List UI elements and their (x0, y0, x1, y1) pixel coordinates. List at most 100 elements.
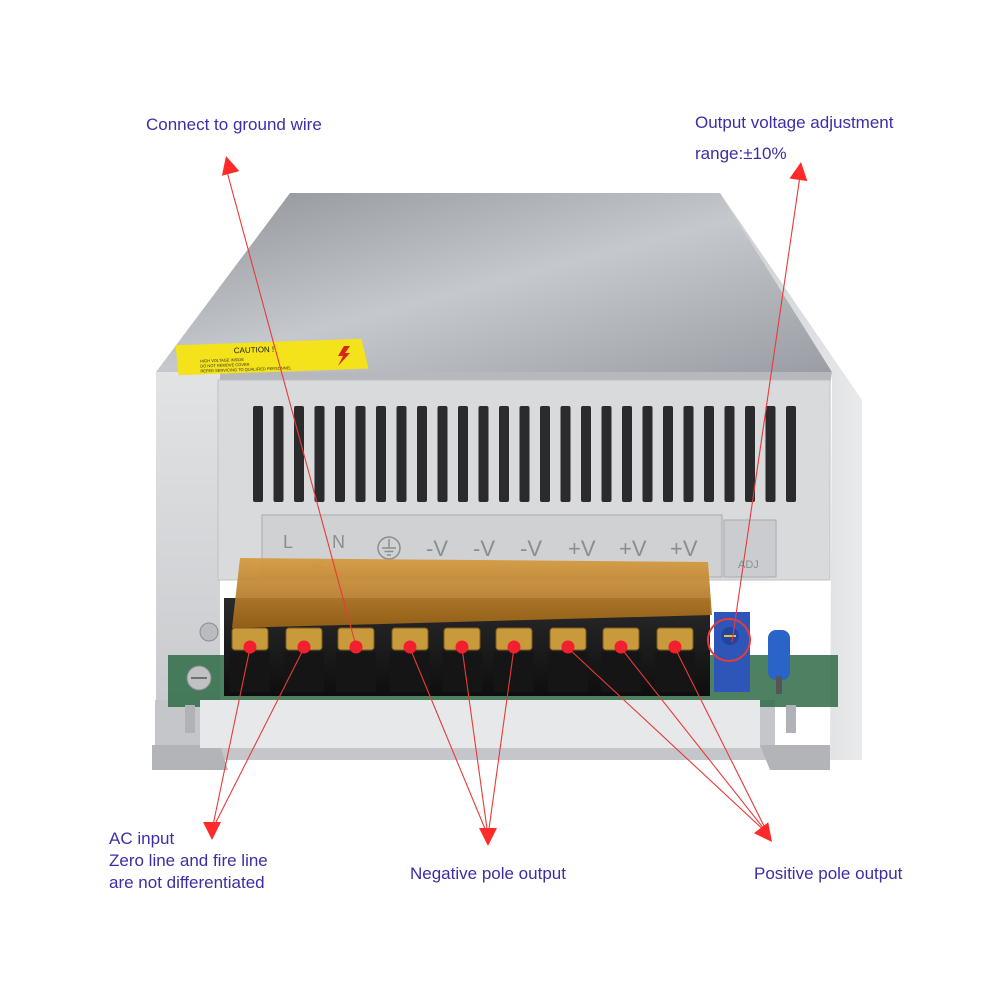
pointer-line-ground (225, 167, 357, 647)
standoff-left (185, 705, 195, 733)
vent-slot (642, 406, 653, 502)
vent-slot (335, 406, 345, 502)
terminal-label-neg-1: -V (426, 536, 448, 561)
terminal-markers (243, 640, 682, 654)
standoff-right (786, 705, 796, 733)
terminal-block (185, 558, 796, 733)
vent-slot (355, 406, 366, 502)
vent-slot (540, 406, 550, 502)
terminal-marker (403, 640, 417, 654)
callout-ac-line-2: Zero line and fire line (109, 851, 268, 870)
terminal-label-n: N (332, 532, 345, 552)
mount-screw-left (186, 622, 219, 691)
callout-positive-text: Positive pole output (754, 864, 903, 883)
terminal-cover (232, 558, 712, 628)
vent-slot (745, 406, 755, 502)
terminal-label-pos-2: +V (619, 536, 647, 561)
callout-ac-line-1: AC input (109, 829, 175, 848)
pointer-line-positive (620, 647, 769, 835)
callout-adjust-line-1: Output voltage adjustment (695, 113, 894, 132)
pointer-line-positive (567, 647, 769, 835)
vent-slot (294, 406, 304, 502)
adjust-highlight-circle (707, 618, 751, 662)
terminal-label-l: L (283, 532, 293, 552)
vent-slot (458, 406, 468, 502)
terminal-marker (614, 640, 628, 654)
vent-slot (499, 406, 509, 502)
callout-ground-text: Connect to ground wire (146, 115, 322, 134)
callout-negative-text: Negative pole output (410, 864, 566, 883)
lightning-bolt-icon (338, 346, 350, 366)
terminal-screws (230, 627, 695, 692)
mount-tab-left (152, 745, 228, 770)
callout-ac-input: AC input Zero line and fire line are not… (109, 828, 268, 894)
callout-negative: Negative pole output (410, 863, 566, 885)
terminal-slot (601, 652, 641, 692)
pointer-line-positive (674, 647, 769, 835)
vent-slot (376, 406, 386, 502)
caution-fineprint-2: DO NOT REMOVE COVER (200, 362, 250, 369)
vent-slot (581, 406, 591, 502)
vent-slot (437, 406, 448, 502)
pointer-line-negative (487, 647, 515, 837)
arrowhead-icon (479, 828, 497, 846)
callout-ac-line-3: are not differentiated (109, 873, 265, 892)
capacitor (768, 630, 790, 694)
ground-icon (377, 536, 401, 560)
vent-slots (253, 406, 796, 502)
terminal-marker (455, 640, 469, 654)
pointer-line-negative (461, 647, 489, 837)
arrowhead-icon (753, 822, 772, 842)
callout-positive: Positive pole output (754, 863, 902, 885)
callout-voltage-adjust: Output voltage adjustment range:±10% (695, 107, 893, 169)
vent-slot (273, 406, 284, 502)
caution-fineprint-1: HIGH VOLTAGE INSIDE (200, 357, 244, 364)
vent-slot (786, 406, 796, 502)
terminal-label-pos-1: +V (568, 536, 596, 561)
terminal-marker (297, 640, 311, 654)
vent-slot (724, 406, 735, 502)
pointer-line-ac-l (211, 647, 251, 831)
pointer-line-negative (409, 647, 489, 837)
enclosure-top (156, 193, 832, 372)
terminal-marker (561, 640, 575, 654)
terminal-marker (243, 640, 257, 654)
terminal-slot (442, 652, 482, 692)
adjust-potentiometer (707, 612, 751, 692)
terminal-marker (349, 640, 363, 654)
vent-slot (519, 406, 530, 502)
terminal-slot (655, 652, 695, 692)
caution-title: CAUTION ! (234, 345, 275, 355)
vent-slot (253, 406, 263, 502)
arrowhead-icon (221, 156, 240, 176)
terminal-slot (494, 652, 534, 692)
terminal-label-neg-2: -V (473, 536, 495, 561)
terminal-slot (284, 652, 324, 692)
vent-slot (663, 406, 673, 502)
enclosure-side (720, 193, 862, 760)
vent-slot (601, 406, 612, 502)
vent-slot (478, 406, 489, 502)
callout-ground: Connect to ground wire (146, 114, 322, 136)
callout-pointers (203, 156, 808, 846)
terminal-slot (548, 652, 588, 692)
mount-tab-right (760, 745, 830, 770)
terminal-label-pos-3: +V (670, 536, 698, 561)
vent-slot (396, 406, 407, 502)
terminal-shield (200, 700, 760, 748)
vent-slot (314, 406, 325, 502)
vent-slot (683, 406, 694, 502)
arrowhead-icon (203, 822, 221, 840)
vent-slot (417, 406, 427, 502)
pointer-line-ac-n (211, 647, 305, 831)
adj-label: ADJ (738, 559, 759, 571)
vent-slot (765, 406, 776, 502)
terminal-marker (507, 640, 521, 654)
terminal-marker (668, 640, 682, 654)
caution-fineprint-3: REFER SERVICING TO QUALIFIED PERSONNEL (200, 365, 292, 373)
terminal-slot (390, 652, 430, 692)
terminal-slot (230, 652, 270, 692)
pointer-line-adjust (731, 175, 801, 643)
caution-label: CAUTION ! HIGH VOLTAGE INSIDE DO NOT REM… (175, 338, 369, 376)
